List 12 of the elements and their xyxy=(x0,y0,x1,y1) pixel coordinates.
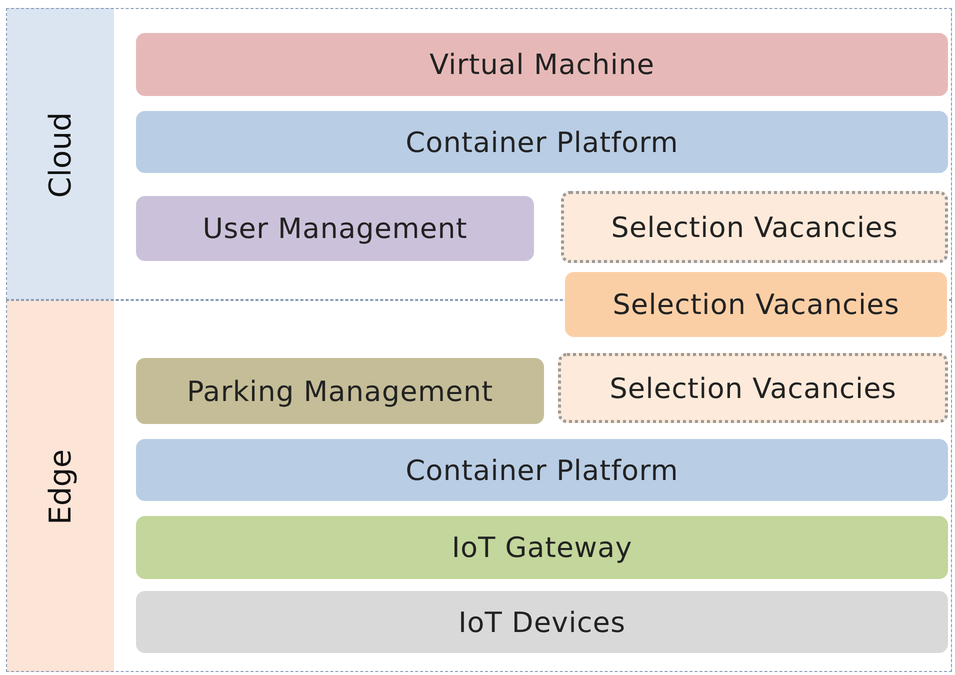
component-box: Container Platform xyxy=(136,111,948,173)
component-box: Parking Management xyxy=(136,358,544,424)
layer-title: Cloud xyxy=(44,112,78,198)
dotted-component-box: Selection Vacancies xyxy=(558,353,948,423)
dotted-component-box: Selection Vacancies xyxy=(561,191,948,263)
layer-title: Edge xyxy=(44,449,78,525)
component-box: User Management xyxy=(136,196,534,261)
component-box: Virtual Machine xyxy=(136,33,948,96)
component-box: Selection Vacancies xyxy=(565,272,947,337)
component-box: IoT Gateway xyxy=(136,516,948,579)
component-box: IoT Devices xyxy=(136,591,948,653)
component-box: Container Platform xyxy=(136,439,948,501)
